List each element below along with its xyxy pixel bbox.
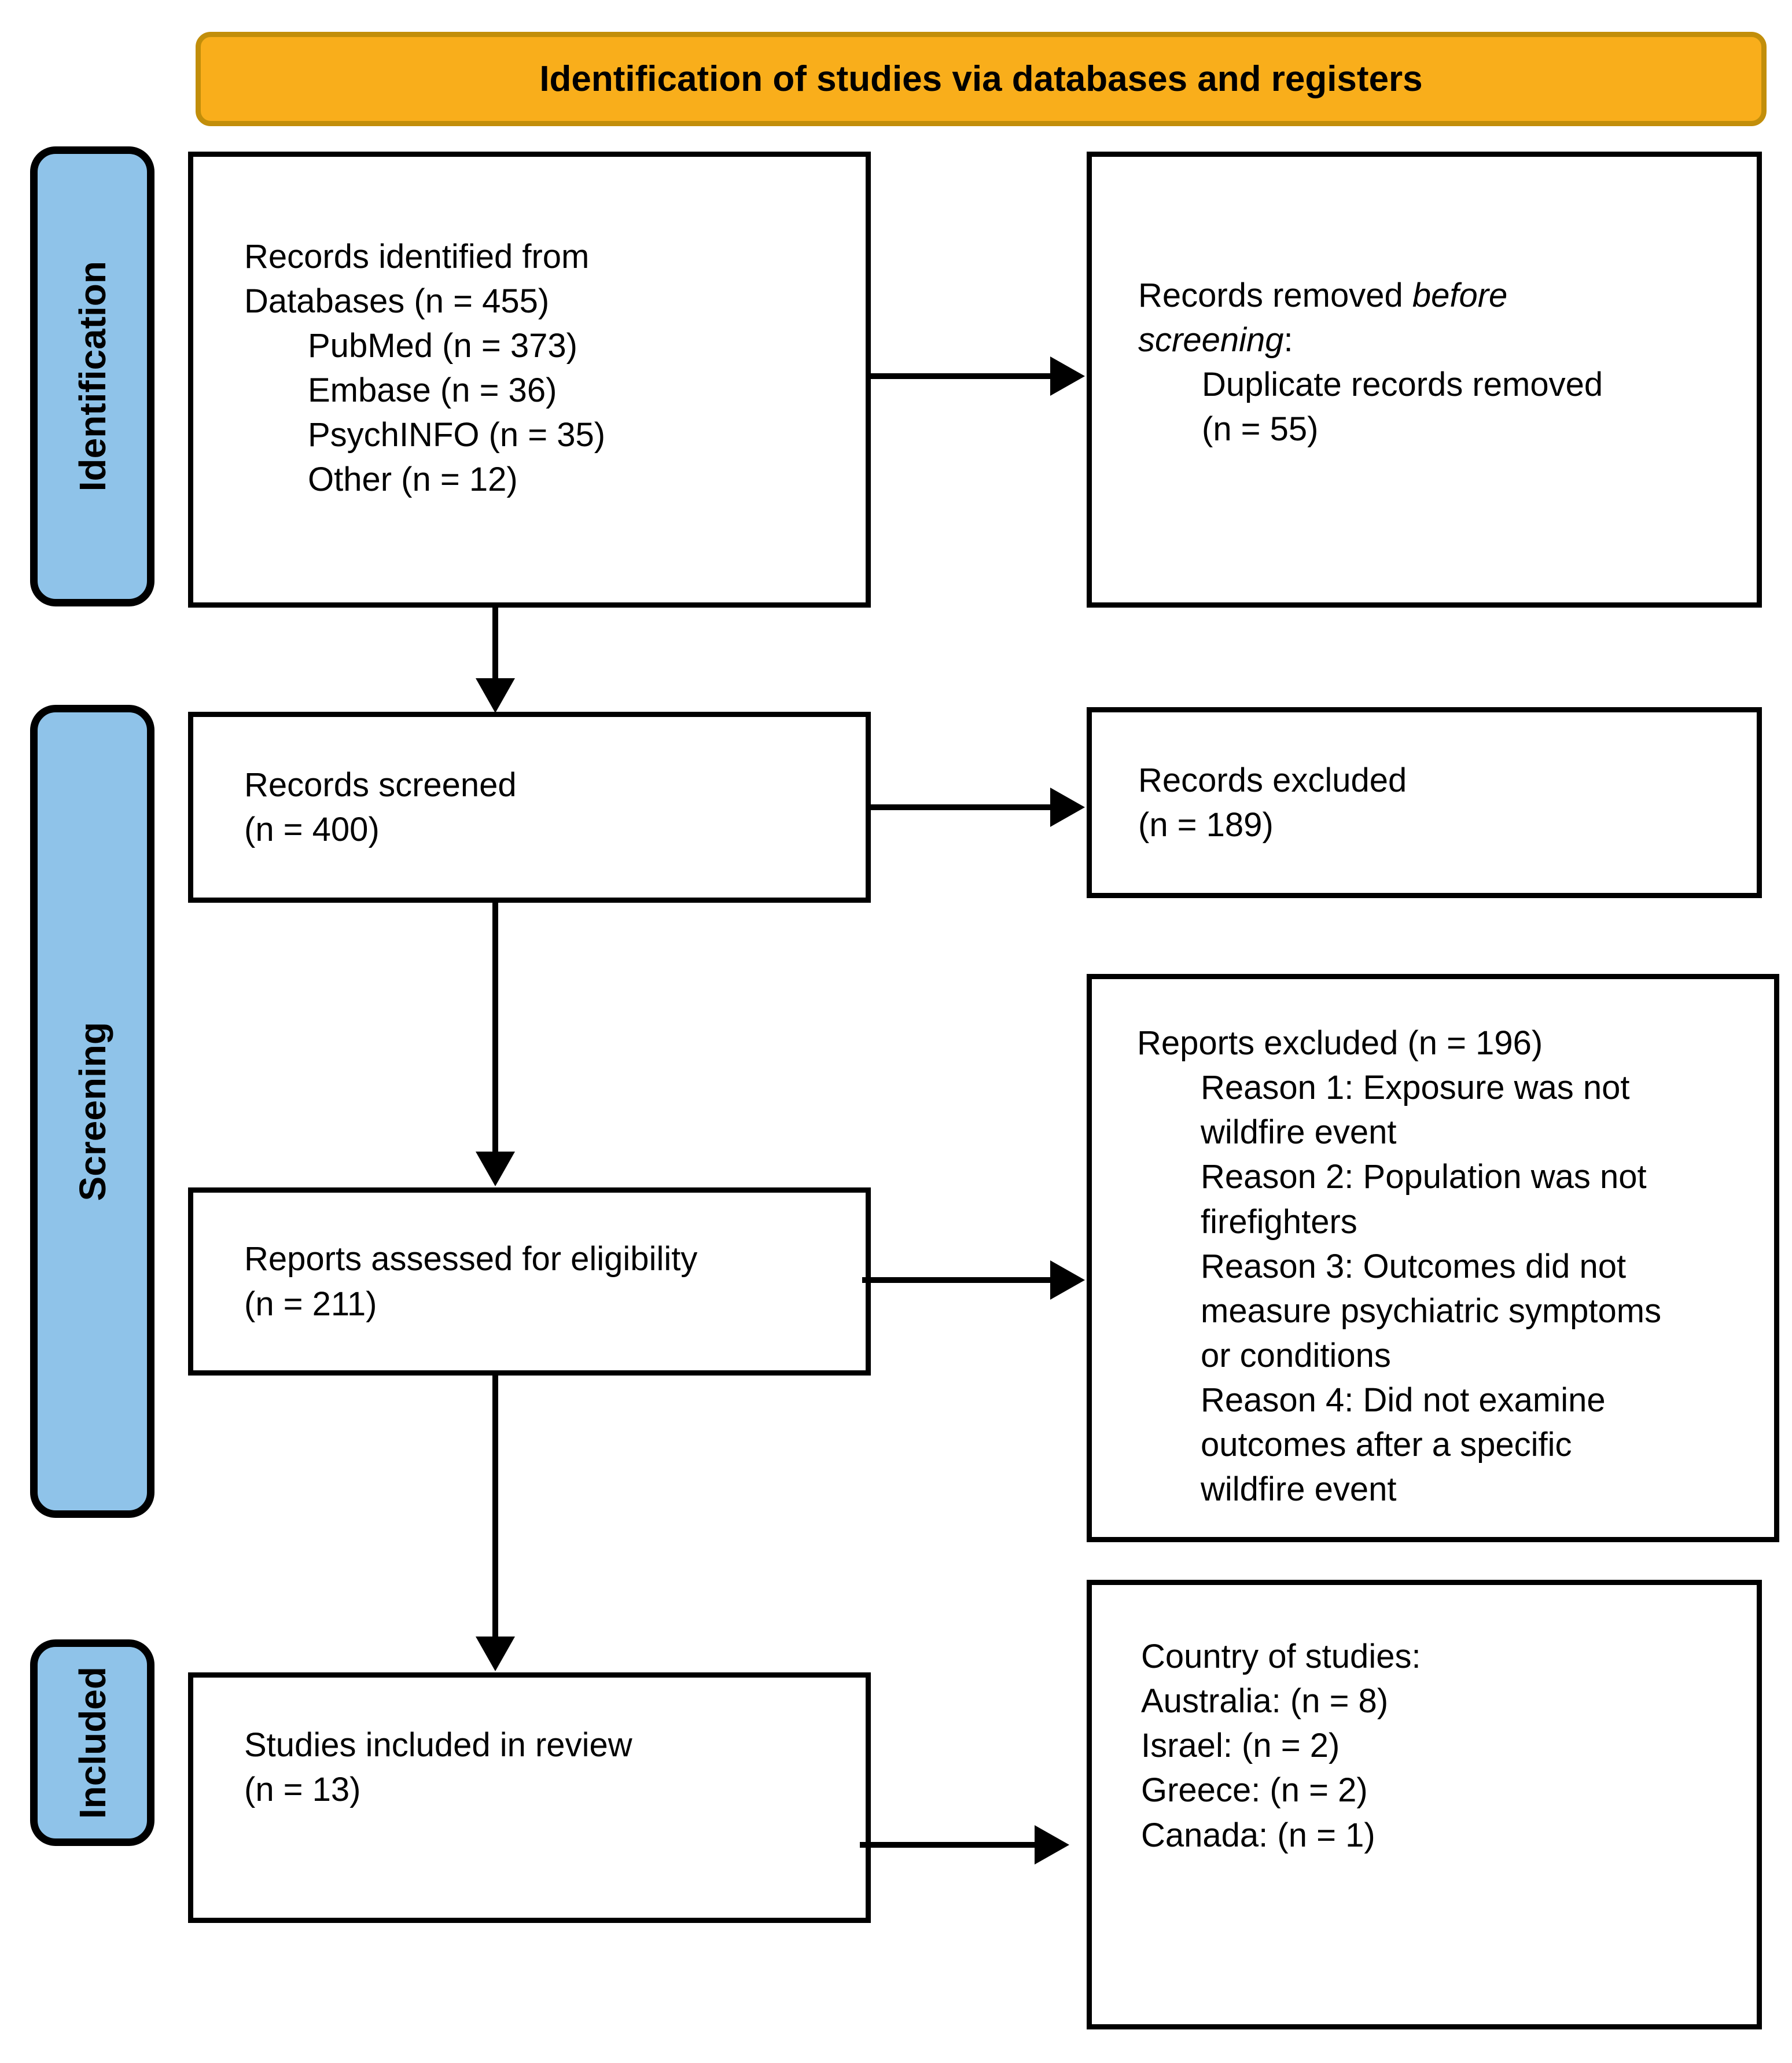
- box-line: Records removed before: [1138, 276, 1508, 314]
- stage-label-screening: Screening: [30, 705, 154, 1518]
- box-line: Records identified from: [244, 237, 590, 275]
- box-line: Records excluded: [1138, 761, 1407, 799]
- connector-assessed-to-reports-excluded: [862, 1260, 1086, 1300]
- connector-identified-to-removed: [871, 356, 1086, 396]
- box-line: Reports assessed for eligibility: [244, 1240, 698, 1278]
- box-line: Reason 3: Outcomes did not measure psych…: [1201, 1247, 1662, 1374]
- box-country-of-studies: Country of studies: Australia: (n = 8) I…: [1087, 1580, 1762, 2029]
- box-line: (n = 211): [244, 1285, 377, 1323]
- box-line: screening:: [1138, 321, 1293, 359]
- box-line: Greece: (n = 2): [1141, 1771, 1368, 1810]
- box-line: Records screened: [244, 766, 517, 804]
- stage-label-text: Identification: [71, 261, 113, 492]
- box-line: (n = 400): [244, 811, 380, 848]
- arrow-shaft: [492, 1374, 498, 1638]
- box-line: (n = 189): [1138, 806, 1274, 844]
- arrow-shaft: [492, 608, 498, 679]
- box-line: Databases (n = 455): [244, 282, 550, 320]
- box-line: (n = 55): [1202, 410, 1319, 448]
- banner-title: Identification of studies via databases …: [539, 59, 1423, 99]
- arrowhead-right-icon: [1050, 356, 1085, 396]
- arrow-shaft: [871, 804, 1051, 810]
- stage-label-text: Included: [71, 1666, 113, 1819]
- box-line: Reports excluded (n = 196): [1137, 1024, 1543, 1062]
- box-line: Studies included in review: [244, 1726, 632, 1764]
- box-studies-included: Studies included in review (n = 13): [188, 1672, 871, 1923]
- arrowhead-down-icon: [476, 678, 515, 713]
- box-line: Reason 1: Exposure was not wildfire even…: [1201, 1069, 1630, 1152]
- arrowhead-right-icon: [1050, 1260, 1085, 1300]
- arrow-shaft: [862, 1277, 1051, 1283]
- box-records-identified: Records identified from Databases (n = 4…: [188, 152, 871, 608]
- arrowhead-right-icon: [1035, 1825, 1069, 1865]
- arrowhead-right-icon: [1050, 788, 1085, 827]
- arrowhead-down-icon: [476, 1637, 515, 1671]
- box-line: Embase (n = 36): [308, 372, 557, 409]
- stage-label-identification: Identification: [30, 146, 154, 606]
- connector-assessed-to-studies-included: [476, 1374, 515, 1671]
- arrow-shaft: [860, 1842, 1036, 1848]
- box-records-removed-before-screening: Records removed before screening: Duplic…: [1087, 152, 1762, 608]
- box-line: PsychINFO (n = 35): [308, 416, 606, 454]
- box-line: Reason 4: Did not examine outcomes after…: [1201, 1381, 1606, 1509]
- box-line: Australia: (n = 8): [1141, 1682, 1389, 1720]
- connector-screened-to-excluded: [871, 788, 1086, 827]
- arrow-shaft: [492, 902, 498, 1153]
- connector-included-to-country: [860, 1825, 1070, 1865]
- connector-identified-to-screened: [476, 608, 515, 713]
- box-reports-assessed: Reports assessed for eligibility (n = 21…: [188, 1187, 871, 1376]
- box-records-screened: Records screened (n = 400): [188, 712, 871, 903]
- box-line: Other (n = 12): [308, 461, 518, 499]
- arrow-shaft: [871, 373, 1051, 379]
- italic-text: before: [1412, 276, 1508, 314]
- banner-identification-via-databases: Identification of studies via databases …: [196, 32, 1767, 126]
- connector-screened-to-assessed: [476, 902, 515, 1186]
- box-line: Reason 2: Population was not firefighter…: [1201, 1158, 1647, 1241]
- box-line: Israel: (n = 2): [1141, 1727, 1340, 1765]
- box-records-excluded: Records excluded (n = 189): [1087, 707, 1762, 898]
- stage-label-text: Screening: [71, 1021, 113, 1201]
- italic-text: screening: [1138, 321, 1284, 359]
- box-line: Duplicate records removed: [1202, 366, 1603, 403]
- box-line: (n = 13): [244, 1771, 361, 1809]
- box-line: Canada: (n = 1): [1141, 1816, 1375, 1854]
- stage-label-included: Included: [30, 1639, 154, 1846]
- box-reports-excluded: Reports excluded (n = 196) Reason 1: Exp…: [1087, 974, 1779, 1542]
- arrowhead-down-icon: [476, 1152, 515, 1186]
- box-line: PubMed (n = 373): [308, 326, 577, 365]
- box-line: Country of studies:: [1141, 1638, 1421, 1675]
